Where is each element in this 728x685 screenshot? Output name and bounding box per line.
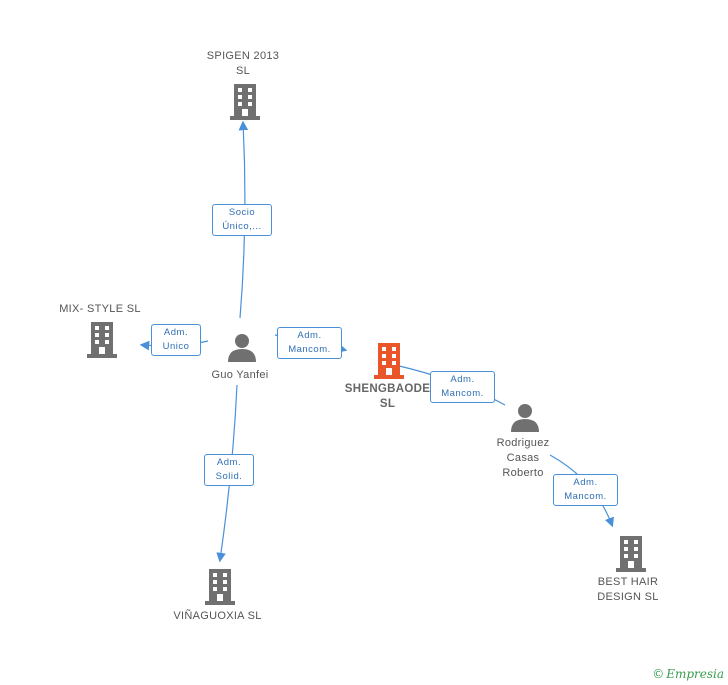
node-label-rodriguez[interactable]: Rodriguez Casas Roberto bbox=[496, 437, 550, 479]
node-label-shengbaode[interactable]: SHENGBAODE SL bbox=[344, 383, 431, 410]
node-label-mix-style[interactable]: MIX- STYLE SL bbox=[59, 303, 141, 315]
building-icon[interactable] bbox=[87, 322, 117, 358]
edge-label-socio-unico[interactable]: Socio Único,... bbox=[212, 204, 272, 236]
node-label-spigen[interactable]: SPIGEN 2013 SL bbox=[206, 50, 280, 77]
node-label-best-hair[interactable]: BEST HAIR DESIGN SL bbox=[597, 576, 659, 603]
person-icon[interactable] bbox=[511, 402, 539, 432]
edge-label-adm-mancom[interactable]: Adm. Mancom. bbox=[553, 474, 618, 506]
brand-name: Empresia bbox=[666, 667, 724, 681]
building-icon[interactable] bbox=[616, 536, 646, 572]
building-icon[interactable] bbox=[374, 343, 404, 379]
node-label-guo-yanfei[interactable]: Guo Yanfei bbox=[211, 369, 269, 381]
edge-label-adm-solid[interactable]: Adm. Solid. bbox=[204, 454, 254, 486]
person-icon[interactable] bbox=[228, 332, 256, 362]
brand-footer: ©Empresia bbox=[652, 667, 724, 681]
edge-label-adm-mancom[interactable]: Adm. Mancom. bbox=[430, 371, 495, 403]
building-icon[interactable] bbox=[205, 569, 235, 605]
building-icon[interactable] bbox=[230, 84, 260, 120]
copyright-symbol: © bbox=[652, 667, 665, 681]
node-label-vinaguoxia[interactable]: VIÑAGUOXIA SL bbox=[173, 610, 262, 622]
edge-label-adm-mancom[interactable]: Adm. Mancom. bbox=[277, 327, 342, 359]
edge-label-adm-unico[interactable]: Adm. Unico bbox=[151, 324, 201, 356]
